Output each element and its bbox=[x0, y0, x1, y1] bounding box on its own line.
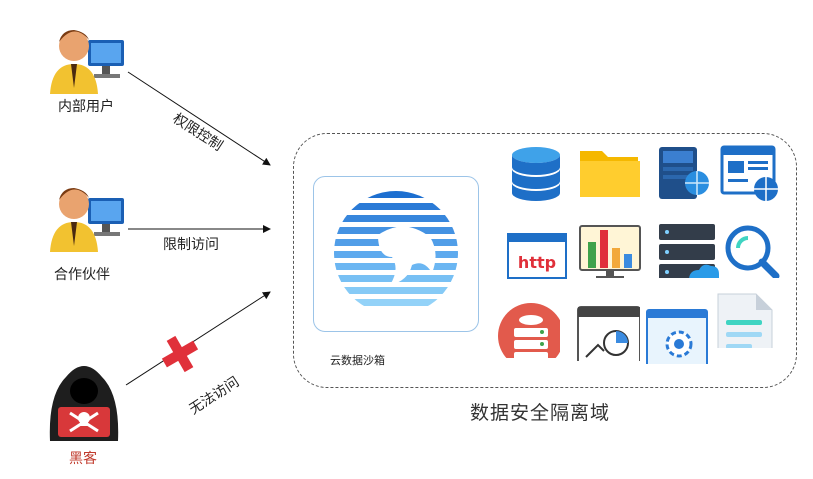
chart-monitor-icon bbox=[579, 225, 641, 278]
arrow-hacker bbox=[125, 291, 271, 386]
edge-label-partner: 限制访问 bbox=[163, 237, 219, 253]
sandbox-label: 云数据沙箱 bbox=[330, 354, 385, 367]
data-security-zone bbox=[293, 133, 797, 388]
server-globe-icon bbox=[659, 147, 709, 199]
actor-label-partner: 合作伙伴 bbox=[54, 267, 110, 283]
search-icon bbox=[725, 225, 780, 278]
hacker-icon bbox=[49, 366, 119, 441]
blocked-cross-icon bbox=[161, 335, 199, 373]
svg-text:http: http bbox=[518, 253, 556, 272]
actor-label-internal: 内部用户 bbox=[58, 99, 114, 115]
partner-icon bbox=[50, 188, 124, 252]
internal-user-icon bbox=[50, 30, 124, 94]
sandbox-logo-icon bbox=[334, 191, 458, 306]
settings-window-icon bbox=[646, 309, 708, 364]
server-cloud-icon bbox=[659, 224, 719, 278]
database-icon bbox=[512, 147, 560, 201]
http-icon: http bbox=[507, 233, 567, 279]
web-page-globe-icon bbox=[720, 145, 778, 201]
folder-icon bbox=[580, 151, 640, 197]
zone-title: 数据安全隔离域 bbox=[470, 402, 611, 424]
actor-label-hacker: 黑客 bbox=[69, 451, 97, 467]
arrow-internal bbox=[127, 71, 271, 166]
cloud-sandbox-card bbox=[313, 176, 479, 332]
document-icon bbox=[717, 293, 773, 348]
db-server-icon bbox=[498, 303, 560, 358]
dashboard-icon bbox=[577, 306, 640, 361]
